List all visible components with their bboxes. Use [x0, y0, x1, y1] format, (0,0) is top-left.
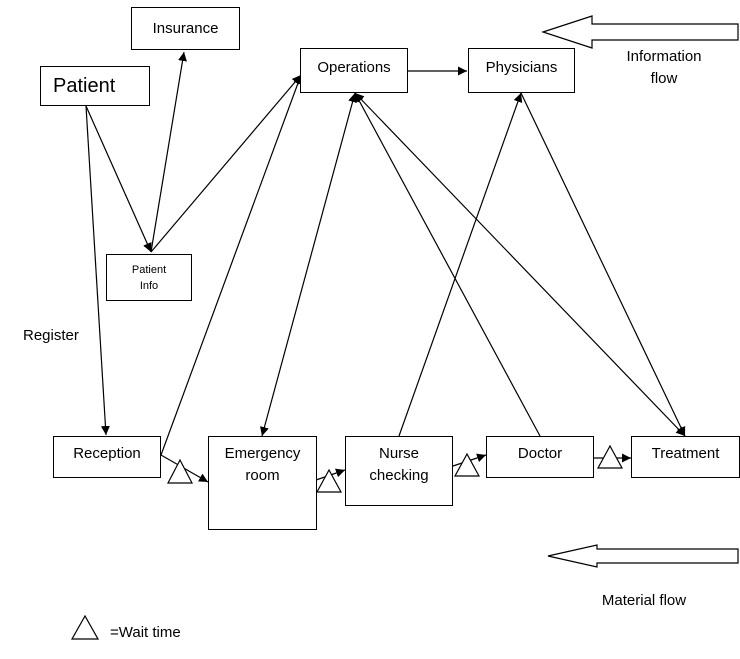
reception-label: Reception [73, 445, 141, 462]
edge-nurse-to-physicians [398, 92, 523, 437]
doctor-node: Doctor [486, 436, 594, 478]
wait-time-triangle-doctor-treatment [596, 444, 624, 469]
information-flow-label: Information flow [626, 48, 702, 87]
legend-wait-time-label: =Wait time [110, 624, 181, 641]
wait-time-triangle-nurse-doctor [453, 452, 481, 477]
emergency-room-label: Emergency room [224, 445, 301, 484]
register-label: Register [23, 327, 79, 344]
edge-patient-info-to-insurance [150, 51, 187, 253]
physicians-node: Physicians [468, 48, 575, 93]
edge-doctor-to-operations [354, 92, 541, 437]
patient-info-node: Patient Info [106, 254, 192, 301]
wait-time-triangle-reception-er [167, 458, 193, 484]
material-flow-arrow [547, 544, 739, 568]
legend-wait-time-triangle [70, 614, 100, 640]
information-flow-arrow [541, 15, 739, 49]
emergency-room-node: Emergency room [208, 436, 317, 530]
operations-label: Operations [317, 59, 391, 76]
patient-info-label: Patient Info [131, 263, 167, 292]
edge-patient-to-patient-info [85, 105, 152, 253]
edge-operations-er [260, 92, 357, 437]
wait-time-triangle-er-nurse [315, 468, 343, 493]
treatment-label: Treatment [651, 445, 720, 462]
edge-patient-info-to-operations [150, 74, 302, 253]
patient-node: Patient [40, 66, 150, 106]
treatment-node: Treatment [631, 436, 740, 478]
operations-node: Operations [300, 48, 408, 93]
nurse-checking-label: Nurse checking [369, 445, 429, 484]
material-flow-label: Material flow [601, 592, 687, 609]
edge-treatment-operations [354, 92, 686, 437]
reception-node: Reception [53, 436, 161, 478]
doctor-label: Doctor [517, 445, 563, 462]
insurance-node: Insurance [131, 7, 240, 50]
edge-physicians-to-treatment [520, 92, 686, 437]
patient-label: Patient [53, 75, 116, 97]
physicians-label: Physicians [485, 59, 558, 76]
edge-patient-to-reception [85, 105, 110, 436]
insurance-label: Insurance [152, 19, 219, 37]
nurse-checking-node: Nurse checking [345, 436, 453, 506]
